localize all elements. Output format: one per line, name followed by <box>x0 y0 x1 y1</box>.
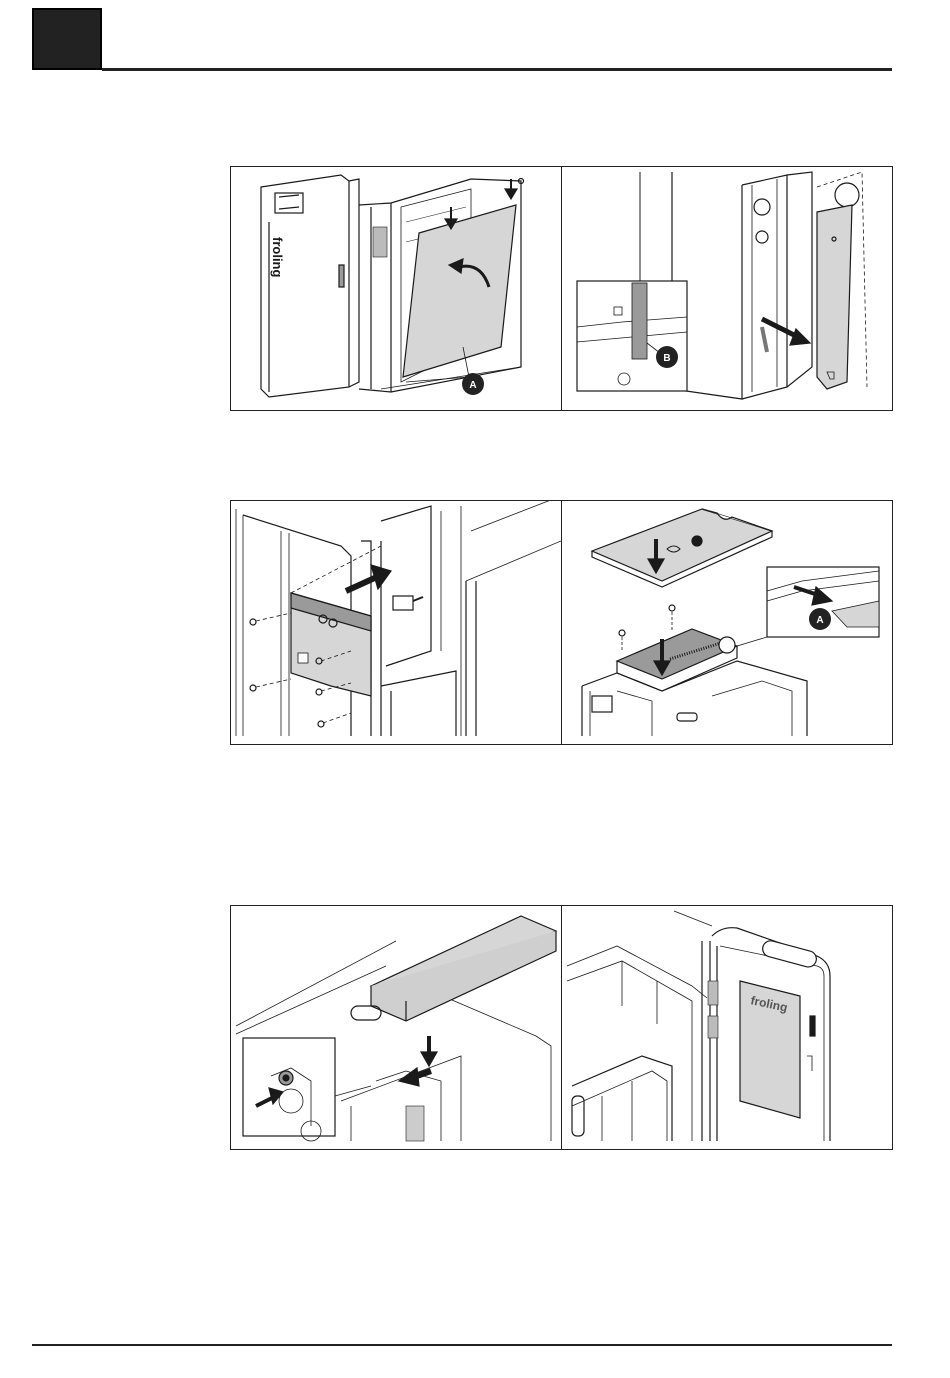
figure-2-panel: A <box>230 500 893 745</box>
figure-3a-illustration <box>231 906 561 1149</box>
figure-3b-illustration: froling <box>562 906 893 1149</box>
chapter-marker-block <box>32 8 102 70</box>
figure-1b-illustration: B <box>562 167 893 410</box>
callout-b: B <box>663 353 670 364</box>
footer-rule <box>32 1344 892 1346</box>
callout-a: A <box>469 380 476 391</box>
figure-1a-illustration: froling A <box>231 167 561 410</box>
figure-3-panel: froling <box>230 905 893 1150</box>
header-rule <box>102 68 892 71</box>
figure-2a-illustration <box>231 501 561 744</box>
figure-2b-illustration: A <box>562 501 893 744</box>
figure-1-panel: froling A <box>230 166 893 411</box>
brand-logo: froling <box>270 237 285 277</box>
callout-a: A <box>816 615 823 626</box>
